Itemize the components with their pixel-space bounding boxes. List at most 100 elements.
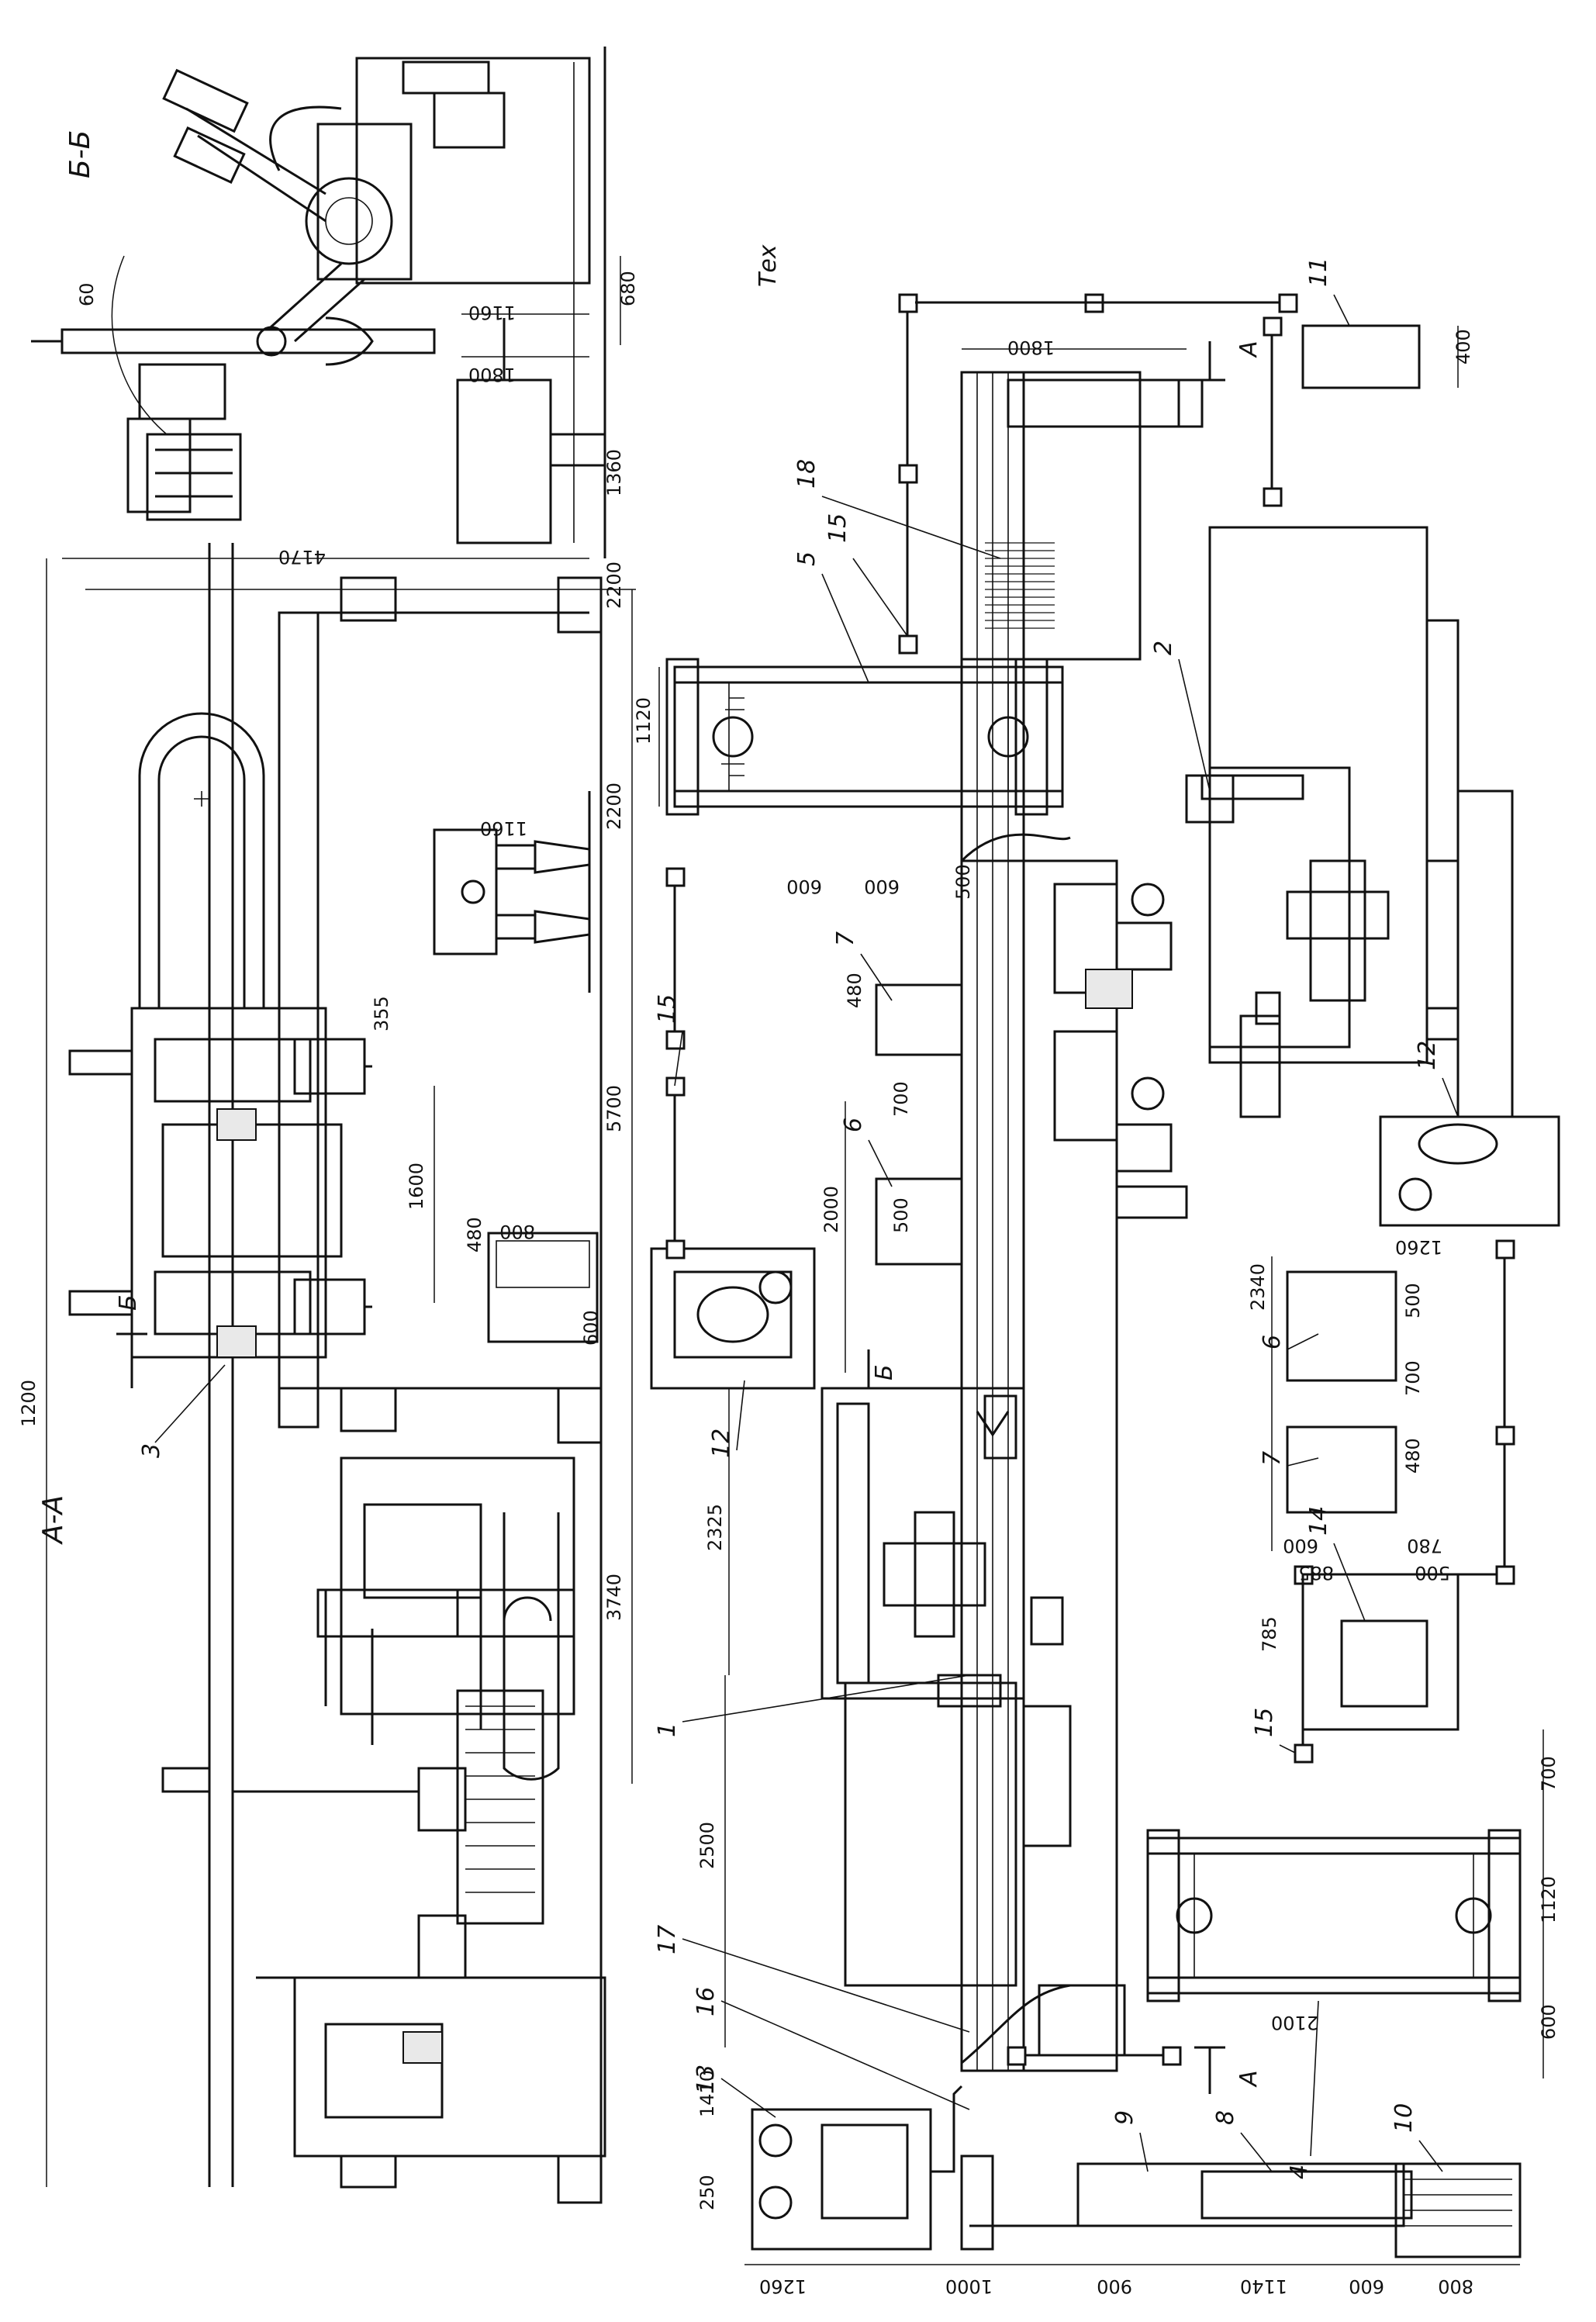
svg-text:480: 480 (1402, 1438, 1424, 1474)
bb-pallet-stand (456, 378, 552, 544)
pallet-7-lower (1286, 1425, 1397, 1514)
svg-text:900: 900 (1097, 2275, 1132, 2297)
aa-gantry-carriage (130, 1007, 327, 1359)
svg-text:800: 800 (1438, 2275, 1473, 2297)
position-10-label: 10 (1390, 2103, 1418, 2133)
pallet-6-upper (875, 1177, 963, 1266)
svg-text:885: 885 (1298, 1562, 1334, 1584)
hydraulic-station-13 (751, 2108, 932, 2251)
svg-text:5700: 5700 (603, 1085, 625, 1132)
svg-text:700: 700 (1538, 1756, 1560, 1792)
svg-text:785: 785 (1259, 1616, 1280, 1652)
machine-tool-2 (1208, 526, 1428, 1064)
position-7-label: 7 (832, 931, 859, 946)
svg-text:500: 500 (1415, 1562, 1450, 1584)
svg-text:2000: 2000 (820, 1186, 842, 1233)
tool-store-14 (1301, 1573, 1460, 1731)
svg-text:1410: 1410 (696, 2070, 718, 2117)
svg-text:2340: 2340 (1247, 1263, 1269, 1311)
svg-text:1600: 1600 (406, 1163, 427, 1210)
aa-turret (433, 828, 498, 955)
svg-text:600: 600 (1283, 1535, 1318, 1557)
svg-text:3740: 3740 (603, 1574, 625, 1621)
bb-rotary-head (305, 177, 393, 265)
svg-text:700: 700 (890, 1081, 912, 1117)
position-9-label: 9 (1111, 2110, 1138, 2125)
position-1-label: 1 (654, 1722, 681, 1737)
position-8-label: 8 (1212, 2110, 1239, 2125)
svg-text:800: 800 (499, 1221, 535, 1242)
svg-text:1200: 1200 (18, 1380, 40, 1427)
svg-text:2325: 2325 (704, 1504, 726, 1551)
svg-text:1120: 1120 (633, 697, 655, 745)
svg-text:600: 600 (1349, 2275, 1384, 2297)
position-15-label: 15 (824, 513, 852, 543)
position-15b-label: 15 (654, 994, 681, 1024)
svg-text:1800: 1800 (1007, 337, 1055, 358)
position-callouts: 1 2 4 5 6 6 7 7 8 9 10 11 12 12 (654, 257, 1459, 2179)
svg-text:4170: 4170 (278, 546, 326, 568)
svg-text:2200: 2200 (603, 783, 625, 830)
svg-text:A: A (1235, 340, 1263, 358)
fixture-12-left (650, 1247, 816, 1390)
svg-text:600: 600 (786, 876, 822, 897)
svg-text:Б: Б (115, 1294, 142, 1311)
bb-transfer-bar (60, 328, 436, 354)
position-14-label: 14 (1305, 1506, 1332, 1536)
position-3-label: 3 (138, 1443, 165, 1458)
svg-text:680: 680 (617, 271, 639, 306)
pallet-10 (1394, 2162, 1522, 2258)
pallet-stack-9 (1076, 2162, 1405, 2227)
bb-machine-body (355, 57, 591, 285)
svg-text:355: 355 (371, 996, 392, 1031)
svg-text:60: 60 (76, 282, 98, 306)
svg-text:500: 500 (890, 1197, 912, 1233)
position-2-label: 2 (1150, 641, 1177, 655)
svg-text:1140: 1140 (1240, 2275, 1287, 2297)
position-6b-label: 6 (1259, 1335, 1286, 1349)
svg-text:1260: 1260 (1395, 1236, 1442, 1258)
pallet-6-lower (1286, 1270, 1397, 1382)
position-12-label: 12 (708, 1429, 735, 1458)
svg-text:A: A (1235, 2070, 1263, 2088)
aa-machining-unit (340, 1456, 575, 1716)
section-aa-label: A-A (37, 1495, 69, 1545)
svg-text:1160: 1160 (480, 817, 527, 839)
section-bb-label: Б-Б (64, 130, 96, 178)
position-17-label: 17 (654, 1925, 681, 1954)
position-11-label: 11 (1305, 257, 1332, 287)
portal-loader-4 (1146, 1837, 1522, 1995)
position-12b-label: 12 (1414, 1041, 1441, 1070)
svg-text:2500: 2500 (696, 1822, 718, 1869)
plan-view: Тех (633, 244, 1560, 2297)
svg-text:1000: 1000 (945, 2275, 993, 2297)
position-5-label: 5 (793, 551, 820, 566)
tex-label: Тех (755, 244, 782, 287)
svg-text:1360: 1360 (603, 449, 625, 496)
machine-tool-1 (960, 859, 1118, 2072)
svg-text:250: 250 (696, 2175, 718, 2210)
position-13-label: 13 (693, 2065, 720, 2094)
svg-text:1260: 1260 (759, 2275, 807, 2297)
svg-text:Б: Б (871, 1364, 898, 1380)
svg-text:1160: 1160 (468, 302, 516, 323)
pallet-11 (1301, 324, 1421, 389)
svg-text:600: 600 (1538, 2004, 1560, 2040)
svg-text:2200: 2200 (603, 561, 625, 609)
plan-dimensions: 1800 1120 600 600 480 700 2000 500 2325 … (633, 326, 1560, 2297)
position-15c-label: 15 (1251, 1708, 1278, 1737)
svg-text:1120: 1120 (1538, 1876, 1560, 1923)
svg-text:480: 480 (464, 1217, 485, 1253)
fixture-12-right (1379, 1115, 1560, 1227)
aa-control-cabinet (293, 1976, 606, 2158)
position-7b-label: 7 (1259, 1451, 1286, 1466)
svg-text:780: 780 (1407, 1535, 1442, 1557)
svg-text:1800: 1800 (468, 364, 516, 385)
section-bb-view: Б-Б 60 (31, 47, 639, 558)
position-6-label: 6 (840, 1118, 867, 1132)
position-16-label: 16 (693, 1987, 720, 2016)
position-18-label: 18 (793, 459, 820, 489)
position-4-label: 4 (1286, 2165, 1313, 2179)
svg-text:400: 400 (1453, 329, 1474, 365)
